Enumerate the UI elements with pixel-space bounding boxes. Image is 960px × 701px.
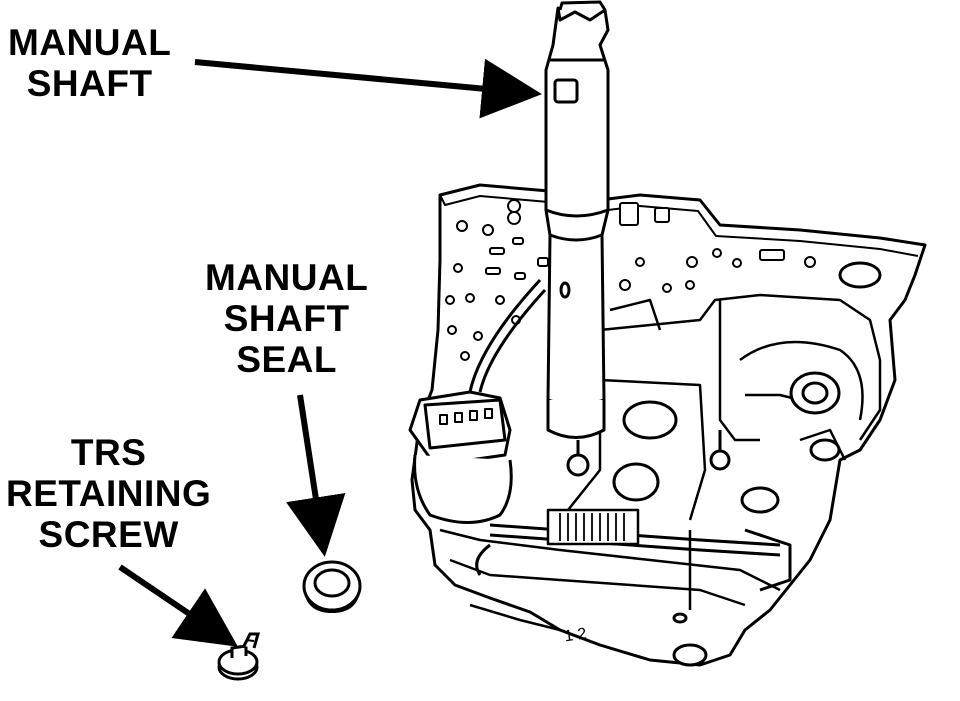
detent-linkage [475, 430, 792, 592]
seal-label-line-2: SHAFT [223, 298, 350, 339]
part-number: 1 2 [563, 625, 587, 645]
leader-arrows [118, 58, 542, 647]
screw-label-line-1: TRS [70, 432, 147, 473]
screw-label-line-2: RETAINING [6, 473, 212, 514]
arrow-manual-shaft-seal [286, 394, 346, 557]
plate-holes [445, 199, 816, 361]
manual-shaft-seal-label: MANUAL SHAFT SEAL [205, 257, 368, 380]
trs-retaining-screw [217, 632, 260, 681]
arrow-trs-retaining-screw [118, 564, 238, 647]
screw-label-line-3: SCREW [38, 514, 179, 555]
trs-connector [408, 278, 547, 524]
arrow-manual-shaft [194, 58, 542, 119]
manual-shaft-label-line-2: SHAFT [26, 63, 153, 104]
manual-shaft-seal [302, 560, 362, 614]
valve-body-bores [612, 261, 882, 667]
trs-retaining-screw-label: TRS RETAINING SCREW [6, 432, 211, 555]
manual-shaft-label: MANUAL SHAFT [8, 22, 171, 104]
manual-shaft [544, 0, 610, 439]
seal-label-line-3: SEAL [236, 339, 337, 380]
manual-shaft-label-line-1: MANUAL [8, 22, 172, 63]
valve-body-internals [439, 293, 882, 632]
seal-label-line-1: MANUAL [205, 257, 369, 298]
